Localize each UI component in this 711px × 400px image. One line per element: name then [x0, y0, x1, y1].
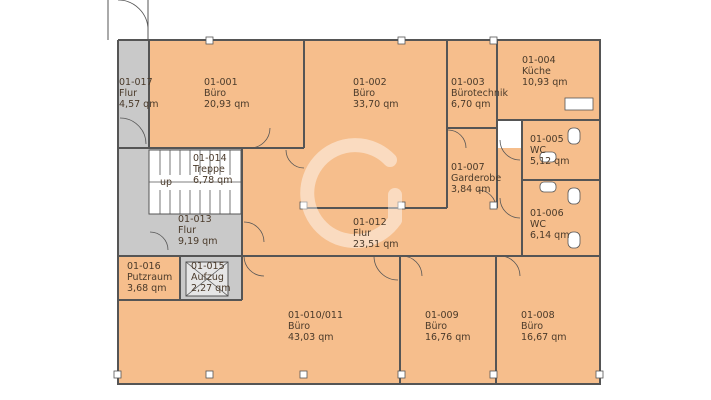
- room-01-013: 01-013 Flur 9,19 qm: [178, 214, 217, 247]
- room-fill-01-006: [522, 180, 600, 256]
- svg-text:Büro: Büro: [353, 88, 375, 99]
- svg-text:4,57 qm: 4,57 qm: [119, 99, 158, 110]
- svg-text:01-003: 01-003: [451, 77, 485, 88]
- room-fill-01-001: [149, 40, 304, 148]
- svg-text:01-001: 01-001: [204, 77, 238, 88]
- cleaning-overlay: [118, 256, 180, 300]
- svg-text:01-015: 01-015: [191, 261, 225, 272]
- svg-text:Aufzug: Aufzug: [191, 272, 224, 283]
- svg-text:23,51 qm: 23,51 qm: [353, 239, 399, 250]
- washbasin-icon: [539, 181, 557, 193]
- svg-text:01-008: 01-008: [521, 310, 555, 321]
- lift-shaft: [185, 261, 229, 297]
- room-01-014: 01-014 Treppe 6,78 qm: [192, 153, 232, 186]
- svg-text:Treppe: Treppe: [192, 164, 225, 175]
- walls: [107, 0, 601, 385]
- svg-text:Büro: Büro: [425, 321, 447, 332]
- staircase: up: [148, 149, 242, 215]
- svg-text:01-007: 01-007: [451, 162, 485, 173]
- svg-text:Büro: Büro: [204, 88, 226, 99]
- room-01-005: 01-005 WC 5,12 qm: [530, 134, 569, 167]
- room-01-002: 01-002 Büro 33,70 qm: [353, 77, 399, 110]
- fixtures: [539, 97, 594, 249]
- watermark-logo: [300, 138, 402, 249]
- svg-text:16,76 qm: 16,76 qm: [425, 332, 471, 343]
- svg-text:3,84 qm: 3,84 qm: [451, 184, 490, 195]
- office-areas: [118, 40, 600, 384]
- svg-text:33,70 qm: 33,70 qm: [353, 99, 399, 110]
- room-01-001: 01-001 Büro 20,93 qm: [204, 77, 250, 110]
- svg-text:01-002: 01-002: [353, 77, 387, 88]
- room-01-010-011: 01-010/011 Büro 43,03 qm: [288, 310, 343, 343]
- stair-arrow-label: up: [160, 177, 172, 188]
- room-fill-01-003: [447, 40, 497, 128]
- room-fill-01-008: [496, 256, 600, 384]
- room-01-009: 01-009 Büro 16,76 qm: [425, 310, 471, 343]
- kitchen-sink-icon: [564, 97, 594, 111]
- svg-text:01-012: 01-012: [353, 217, 387, 228]
- washbasin-icon: [539, 151, 557, 163]
- svg-text:10,93 qm: 10,93 qm: [522, 77, 568, 88]
- room-01-008: 01-008 Büro 16,67 qm: [521, 310, 567, 343]
- svg-text:Büro: Büro: [288, 321, 310, 332]
- room-01-004: 01-004 Küche 10,93 qm: [522, 55, 568, 88]
- room-fill-01-005: [522, 120, 600, 180]
- svg-text:2,27 qm: 2,27 qm: [191, 283, 230, 294]
- svg-text:01-013: 01-013: [178, 214, 212, 225]
- svg-text:01-004: 01-004: [522, 55, 556, 66]
- svg-text:WC: WC: [530, 219, 546, 230]
- svg-text:Putzraum: Putzraum: [127, 272, 172, 283]
- svg-text:16,67 qm: 16,67 qm: [521, 332, 567, 343]
- room-labels: 01-017 Flur 4,57 qm 01-001 Büro 20,93 qm…: [119, 55, 569, 343]
- svg-text:Küche: Küche: [522, 66, 551, 77]
- svg-text:01-017: 01-017: [119, 77, 153, 88]
- svg-text:01-009: 01-009: [425, 310, 459, 321]
- room-fill-01-009: [400, 256, 496, 384]
- svg-text:3,68 qm: 3,68 qm: [127, 283, 166, 294]
- svg-text:Garderobe: Garderobe: [451, 173, 501, 184]
- svg-text:20,93 qm: 20,93 qm: [204, 99, 250, 110]
- svg-text:Flur: Flur: [119, 88, 137, 99]
- svg-text:WC: WC: [530, 145, 546, 156]
- svg-text:Flur: Flur: [178, 225, 196, 236]
- svg-text:Bürotechnik: Bürotechnik: [451, 88, 509, 99]
- room-01-012: 01-012 Flur 23,51 qm: [353, 217, 399, 250]
- svg-text:01-016: 01-016: [127, 261, 161, 272]
- doors: [117, 0, 521, 281]
- columns: [113, 36, 604, 379]
- toilet-icon: [567, 127, 581, 145]
- room-01-015: 01-015 Aufzug 2,27 qm: [191, 261, 230, 294]
- room-01-017: 01-017 Flur 4,57 qm: [119, 77, 158, 110]
- room-01-016: 01-016 Putzraum 3,68 qm: [127, 261, 172, 294]
- svg-text:01-014: 01-014: [193, 153, 227, 164]
- room-fill-01-017: [118, 40, 149, 148]
- svg-text:43,03 qm: 43,03 qm: [288, 332, 334, 343]
- svg-text:6,70 qm: 6,70 qm: [451, 99, 490, 110]
- room-fill-01-012b: [242, 208, 522, 256]
- toilet-icon: [567, 187, 581, 205]
- svg-text:Flur: Flur: [353, 228, 371, 239]
- room-01-007: 01-007 Garderobe 3,84 qm: [451, 162, 501, 195]
- toilet-icon: [567, 231, 581, 249]
- svg-text:01-010/011: 01-010/011: [288, 310, 343, 321]
- svg-text:5,12 qm: 5,12 qm: [530, 156, 569, 167]
- svg-text:Büro: Büro: [521, 321, 543, 332]
- svg-text:6,14 qm: 6,14 qm: [530, 230, 569, 241]
- room-01-006: 01-006 WC 6,14 qm: [530, 208, 569, 241]
- room-01-003: 01-003 Bürotechnik 6,70 qm: [451, 77, 509, 110]
- svg-text:01-005: 01-005: [530, 134, 564, 145]
- svg-text:01-006: 01-006: [530, 208, 564, 219]
- svg-text:6,78 qm: 6,78 qm: [193, 175, 232, 186]
- svg-text:9,19 qm: 9,19 qm: [178, 236, 217, 247]
